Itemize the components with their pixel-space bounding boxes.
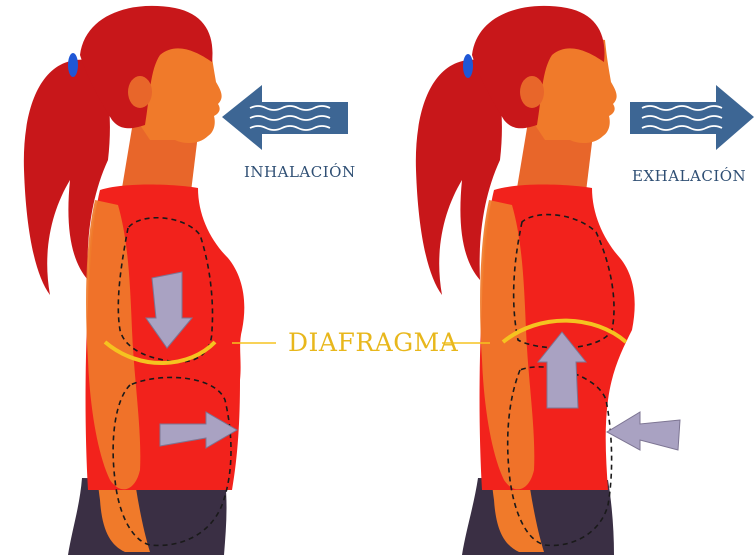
figure-inhale — [24, 6, 348, 555]
exhale-arrow-icon — [630, 85, 754, 150]
ear — [520, 76, 544, 108]
figure-exhale — [416, 6, 754, 555]
hair-tie — [463, 54, 473, 78]
exhale-label: EXHALACIÓN — [632, 167, 746, 185]
diaphragm-label: DIAFRAGMA — [288, 328, 458, 357]
ear — [128, 76, 152, 108]
hair-tie — [68, 53, 78, 77]
left-arrow-icon — [607, 412, 680, 450]
inhale-label: INHALACIÓN — [244, 163, 356, 181]
